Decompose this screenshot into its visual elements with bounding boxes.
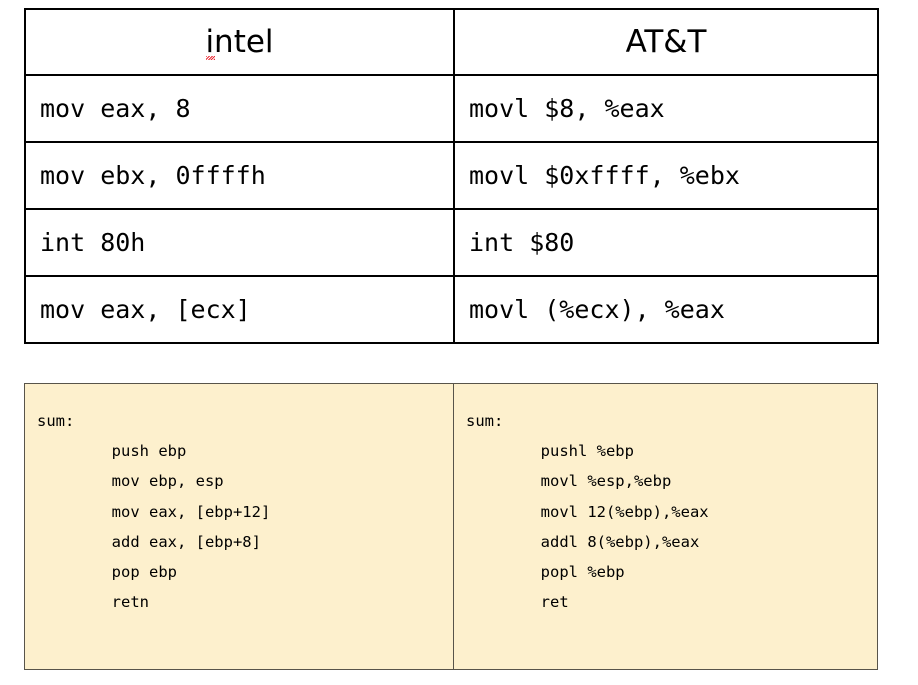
code-block-intel: sum: push ebp mov ebp, esp mov eax, [ebp… — [37, 412, 271, 612]
column-header-att: AT&T — [453, 8, 879, 76]
code-column-intel: sum: push ebp mov ebp, esp mov eax, [ebp… — [25, 384, 454, 669]
table-row: int 80h int $80 — [24, 208, 879, 277]
column-header-att-label: AT&T — [625, 23, 707, 60]
cell-att-instruction: movl (%ecx), %eax — [453, 275, 879, 344]
code-comparison-panel: sum: push ebp mov ebp, esp mov eax, [ebp… — [24, 383, 878, 670]
table-row: mov ebx, 0ffffh movl $0xffff, %ebx — [24, 141, 879, 210]
syntax-comparison-table: intel AT&T mov eax, 8 movl $8, %eax mov … — [24, 8, 879, 344]
table-header-row: intel AT&T — [24, 8, 879, 76]
code-column-att: sum: pushl %ebp movl %esp,%ebp movl 12(%… — [454, 384, 877, 669]
cell-att-instruction: movl $0xffff, %ebx — [453, 141, 879, 210]
table-row: mov eax, 8 movl $8, %eax — [24, 74, 879, 143]
cell-intel-instruction: mov ebx, 0ffffh — [24, 141, 455, 210]
cell-intel-instruction: int 80h — [24, 208, 455, 277]
cell-intel-instruction: mov eax, 8 — [24, 74, 455, 143]
cell-intel-instruction: mov eax, [ecx] — [24, 275, 455, 344]
cell-att-instruction: movl $8, %eax — [453, 74, 879, 143]
column-header-intel: intel — [24, 8, 455, 76]
cell-att-instruction: int $80 — [453, 208, 879, 277]
column-header-intel-label: intel — [205, 23, 274, 60]
code-block-att: sum: pushl %ebp movl %esp,%ebp movl 12(%… — [466, 412, 709, 612]
table-row: mov eax, [ecx] movl (%ecx), %eax — [24, 275, 879, 344]
